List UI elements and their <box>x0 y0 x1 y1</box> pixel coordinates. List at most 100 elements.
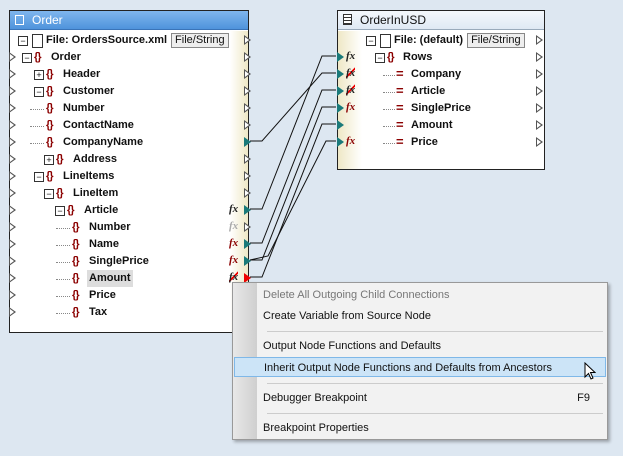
output-connector[interactable] <box>536 86 543 96</box>
input-connector[interactable] <box>9 290 16 300</box>
function-disabled-icon[interactable]: fx <box>346 67 356 79</box>
function-icon[interactable]: fx <box>346 135 356 147</box>
connection-line[interactable] <box>250 72 336 142</box>
input-connector[interactable] <box>337 103 344 113</box>
output-connector[interactable] <box>244 239 251 249</box>
file-label: File: (default) <box>394 34 464 46</box>
element-icon: {} <box>72 289 80 301</box>
input-connector[interactable] <box>337 137 344 147</box>
input-connector[interactable] <box>9 86 16 96</box>
input-connector[interactable] <box>9 154 16 164</box>
function-icon[interactable]: fx <box>229 237 239 249</box>
function-icon[interactable]: fx <box>346 50 356 62</box>
output-connector[interactable] <box>536 103 543 113</box>
collapse-icon[interactable]: − <box>366 36 376 46</box>
file-string-button[interactable]: File/String <box>171 33 229 48</box>
output-connector[interactable] <box>244 205 251 215</box>
input-connector[interactable] <box>9 239 16 249</box>
output-connector[interactable] <box>244 69 251 79</box>
expand-icon[interactable]: + <box>34 70 44 80</box>
connection-line[interactable] <box>250 106 336 261</box>
input-connector[interactable] <box>9 52 16 62</box>
element-icon: {} <box>387 51 395 63</box>
output-connector[interactable] <box>244 171 251 181</box>
output-connector[interactable] <box>244 120 251 130</box>
collapse-icon[interactable]: − <box>34 172 44 182</box>
collapse-icon[interactable]: − <box>22 53 32 63</box>
input-connector[interactable] <box>9 188 16 198</box>
output-connector[interactable] <box>244 103 251 113</box>
output-connector[interactable] <box>244 86 251 96</box>
node-label: Number <box>63 102 105 114</box>
input-connector[interactable] <box>9 222 16 232</box>
tree-line <box>56 262 70 263</box>
output-connector[interactable] <box>244 256 251 266</box>
output-connector[interactable] <box>244 222 251 232</box>
menu-item-delete-all-outgoing-child-connections[interactable]: Delete All Outgoing Child Connections <box>234 285 606 305</box>
target-title: OrderInUSD <box>360 13 427 27</box>
function-icon[interactable]: fx <box>229 254 239 266</box>
menu-item-output-node-functions-and-defaults[interactable]: Output Node Functions and Defaults <box>234 336 606 356</box>
input-connector[interactable] <box>9 103 16 113</box>
collapse-icon[interactable]: − <box>55 206 65 216</box>
input-connector[interactable] <box>9 120 16 130</box>
input-connector[interactable] <box>337 120 344 130</box>
target-file-row[interactable]: − File: (default)File/String <box>366 32 525 49</box>
element-icon: {} <box>46 102 54 114</box>
tree-line <box>56 228 70 229</box>
input-connector[interactable] <box>9 69 16 79</box>
output-connector[interactable] <box>244 188 251 198</box>
menu-item-inherit-output-node-functions-and-defaults-from-ancestors[interactable]: Inherit Output Node Functions and Defaul… <box>234 357 606 377</box>
source-title-bar[interactable]: Order <box>10 11 248 30</box>
input-connector[interactable] <box>337 86 344 96</box>
output-connector[interactable] <box>244 137 251 147</box>
menu-item-breakpoint-properties[interactable]: Breakpoint Properties <box>234 418 606 438</box>
menu-separator <box>267 413 603 414</box>
connection-line[interactable] <box>250 123 336 278</box>
input-connector[interactable] <box>9 307 16 317</box>
output-connector[interactable] <box>536 120 543 130</box>
node-label: CompanyName <box>63 136 144 148</box>
menu-item-label: Create Variable from Source Node <box>263 310 431 322</box>
connection-line[interactable] <box>249 140 336 261</box>
connection-line[interactable] <box>250 55 336 210</box>
function-disabled-icon[interactable]: fx <box>229 271 239 283</box>
menu-item-create-variable-from-source-node[interactable]: Create Variable from Source Node <box>234 306 606 326</box>
input-connector[interactable] <box>9 171 16 181</box>
input-connector[interactable] <box>9 256 16 266</box>
function-icon[interactable]: fx <box>346 101 356 113</box>
file-string-button[interactable]: File/String <box>467 33 525 48</box>
collapse-icon[interactable]: − <box>375 53 385 63</box>
output-connector[interactable] <box>244 273 251 283</box>
collapse-icon[interactable]: − <box>44 189 54 199</box>
connection-line[interactable] <box>250 89 336 244</box>
function-disabled-icon[interactable]: fx <box>346 84 356 96</box>
node-label: Name <box>89 238 119 250</box>
input-connector[interactable] <box>337 69 344 79</box>
collapse-icon[interactable]: − <box>34 87 44 97</box>
output-connector[interactable] <box>536 35 543 45</box>
tree-line <box>56 313 70 314</box>
node-label: ContactName <box>63 119 134 131</box>
menu-item-label: Inherit Output Node Functions and Defaul… <box>264 362 552 374</box>
output-connector[interactable] <box>244 35 251 45</box>
input-connector[interactable] <box>9 137 16 147</box>
output-connector[interactable] <box>536 137 543 147</box>
target-title-bar[interactable]: OrderInUSD <box>338 11 544 30</box>
expand-icon[interactable]: + <box>44 155 54 165</box>
output-connector[interactable] <box>536 69 543 79</box>
function-icon[interactable]: fx <box>229 220 239 232</box>
input-connector[interactable] <box>9 205 16 215</box>
collapse-icon[interactable]: − <box>18 36 28 46</box>
input-connector[interactable] <box>9 273 16 283</box>
input-connector[interactable] <box>337 52 344 62</box>
output-connector[interactable] <box>244 52 251 62</box>
output-connector[interactable] <box>536 52 543 62</box>
output-connector[interactable] <box>244 154 251 164</box>
menu-item-label: Debugger Breakpoint <box>263 392 367 404</box>
target-component-orderinusd[interactable]: OrderInUSD − File: (default)File/String … <box>337 10 545 170</box>
function-icon[interactable]: fx <box>229 203 239 215</box>
